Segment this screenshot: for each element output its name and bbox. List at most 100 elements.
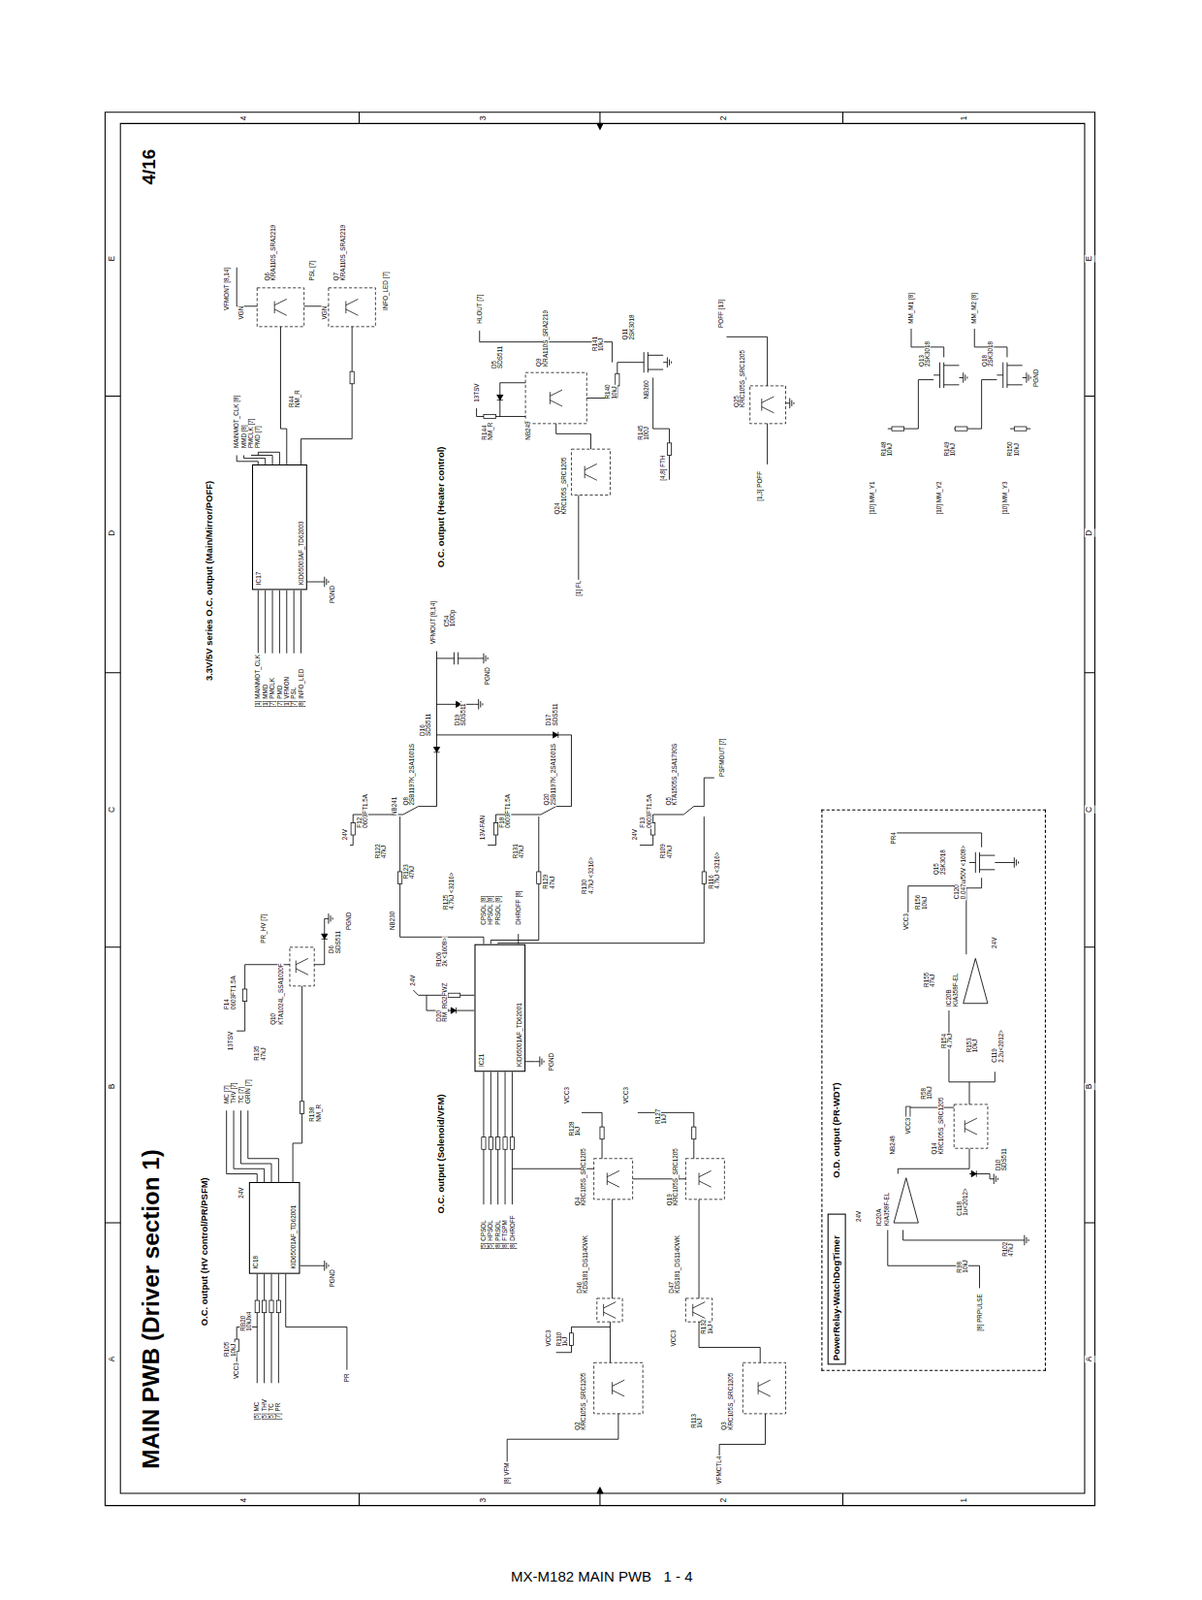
resistor-symbol <box>891 426 905 431</box>
schematic-label: TC [7] <box>237 1085 245 1105</box>
schematic-label: 24V <box>341 827 348 841</box>
schematic-label: 2SK3018 <box>939 848 947 876</box>
wire <box>637 1111 695 1158</box>
resistor-symbol <box>483 413 497 418</box>
transistor-package <box>525 372 587 424</box>
schematic-label: PRSOL [8] <box>494 894 502 926</box>
schematic-label: 24V <box>855 1209 863 1223</box>
wire <box>233 1109 265 1182</box>
part-name: PowerRelay-WatchDogTimer <box>831 1234 843 1361</box>
ground-symbol <box>1022 372 1031 383</box>
ground-symbol <box>663 356 671 368</box>
schematic-label: 24V <box>991 936 999 949</box>
diode-symbol <box>321 933 328 939</box>
resistor-symbol <box>600 1126 604 1139</box>
schematic-label: 4.7kJ <3216> <box>448 871 456 911</box>
schematic-label: 47kJ <box>517 844 525 859</box>
opamp-symbol: IC20AKIA358F-EL <box>875 1171 919 1229</box>
schematic-label: VGN <box>237 305 245 321</box>
part-number: KIA358F-EL <box>952 972 960 1006</box>
schematic-label: PGND <box>329 1267 337 1288</box>
grid-marker: D <box>107 528 118 537</box>
resistor-symbol <box>692 1126 696 1139</box>
schematic-label: SDS511 <box>459 701 467 727</box>
part-number: KID65001AF_TD62001 <box>290 1204 298 1269</box>
resistor-symbol <box>488 1137 493 1150</box>
ground-symbol <box>536 1055 544 1067</box>
wire <box>490 816 538 945</box>
transistor-package <box>289 947 315 986</box>
section-heading: 3.3V/5V series O.C. output (Main/Mirror/… <box>203 479 215 682</box>
schematic-label: [10] MM_Y1 <box>868 479 876 515</box>
transistor-package <box>328 287 376 327</box>
opamp-triangle <box>893 1177 918 1223</box>
schematic-label: SDS511 <box>334 929 342 954</box>
schematic-label: VCC3 <box>902 912 910 931</box>
schematic-label: KRC105S_SRC1205 <box>579 1371 587 1431</box>
transistor-package <box>597 1297 623 1322</box>
schematic-label: 2SB1197K_2SA1601S <box>549 742 557 807</box>
wire <box>257 589 259 653</box>
schematic-label: VCC3 <box>545 1328 553 1348</box>
schematic-label: SDS511 <box>424 712 432 737</box>
part-name: O.D. output (PR-WDT) <box>831 1081 843 1177</box>
schematic-label: 47kJ <box>665 844 673 859</box>
schematic-label: 4.7kJ <box>946 1032 953 1049</box>
opamp-triangle <box>963 957 988 1003</box>
schematic-label: MMD [8] <box>240 423 248 449</box>
grid-tick <box>358 112 360 1506</box>
schematic-label: 10kJ <box>961 1258 969 1273</box>
schematic-label: [7] PSL <box>290 686 298 709</box>
schematic-label: NB241 <box>391 795 399 817</box>
resistor-symbol <box>398 871 403 885</box>
schematic-label: NB248 <box>888 1134 896 1155</box>
transistor-symbol <box>758 1379 771 1396</box>
wire <box>437 703 475 705</box>
wire <box>257 451 280 465</box>
ground-symbol <box>989 1173 998 1185</box>
wire <box>611 1199 613 1298</box>
schematic-label: MC [7] <box>222 1083 230 1105</box>
schematic-label: GRIN [7] <box>244 1077 252 1105</box>
wire <box>887 1229 981 1288</box>
grid-marker: 4 <box>239 114 250 122</box>
ground-symbol <box>320 576 329 588</box>
resistor-symbol <box>447 992 461 997</box>
wire <box>500 382 526 417</box>
schematic-label: 10kJ <box>949 442 957 457</box>
grid-marker: A <box>107 1355 118 1363</box>
schematic-label: MAINMOT_CLK [8] <box>233 394 241 450</box>
sheet-title: MAIN PWB (Driver section 1) <box>137 1147 165 1470</box>
grid-marker: 4 <box>239 1496 250 1504</box>
wire <box>437 657 455 659</box>
schematic-label: [1] MAINMOT_CLK <box>254 653 262 709</box>
schematic-label: KDS181_DS1140WK <box>673 1233 681 1295</box>
schematic-label: 10kJ <box>972 1038 980 1053</box>
schematic-label: POFF [13] <box>718 298 726 329</box>
transistor-symbol <box>693 1301 706 1319</box>
schematic-label: 1u<2012> <box>961 1186 969 1217</box>
mosfet-symbol <box>996 362 1022 388</box>
resistor-symbol <box>569 1332 573 1346</box>
schematic-label: PGND <box>484 665 492 686</box>
schematic-label: Q24 <box>553 502 561 516</box>
schematic-label: 47kJ <box>259 1045 267 1061</box>
ic-package: IC21KID65001AF_TD62001 <box>474 944 526 1073</box>
transistor-symbol <box>549 389 563 407</box>
schematic-label: [5] THV <box>260 1397 268 1421</box>
schematic-label: R105 <box>222 1340 230 1358</box>
schematic-label: PSFMOUT [7] <box>719 736 727 778</box>
resistor-symbol <box>276 1299 281 1313</box>
schematic-label: [8] PRPULSE <box>976 1292 983 1331</box>
schematic-label: 1kJ <box>562 1335 570 1348</box>
schematic-label: NB260 <box>643 379 651 400</box>
schematic-label: HLOUT [7] <box>475 293 483 325</box>
resistor-symbol <box>509 1137 514 1150</box>
wire <box>556 423 592 449</box>
ground-symbol <box>474 698 482 710</box>
schematic-label: NM_R <box>487 421 495 442</box>
schematic-label: KDS181_DS1140WK <box>582 1233 590 1295</box>
transistor-symbol <box>346 298 359 316</box>
transistor-package <box>953 1104 988 1148</box>
